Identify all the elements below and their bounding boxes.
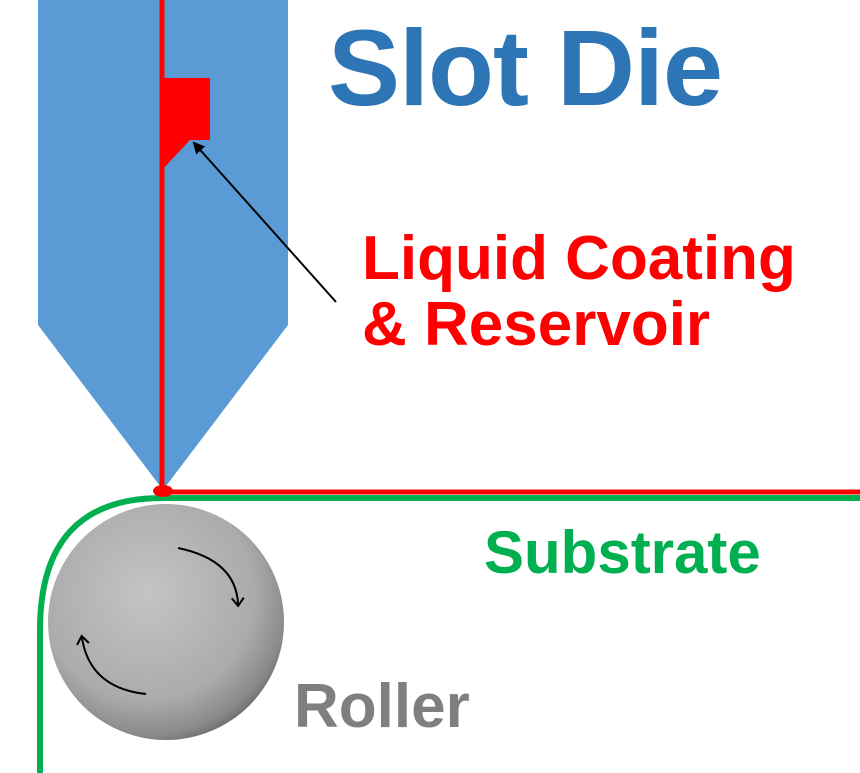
liquid-coating-label-line2: & Reservoir [362,290,711,359]
liquid-coating-label-line1: Liquid Coating [362,224,796,293]
substrate-label: Substrate [484,519,761,586]
rotation-arrow-icon [76,634,147,695]
roller-label: Roller [294,672,470,741]
substrate [37,495,860,773]
rotation-arrow-icon [177,547,245,608]
reservoir [160,78,210,172]
liquid-coating-label: Liquid Coating & Reservoir [362,226,796,358]
diagram-title: Slot Die [328,7,723,128]
coating-bead [153,485,173,497]
roller [48,504,284,740]
pointer-arrow [192,141,337,303]
